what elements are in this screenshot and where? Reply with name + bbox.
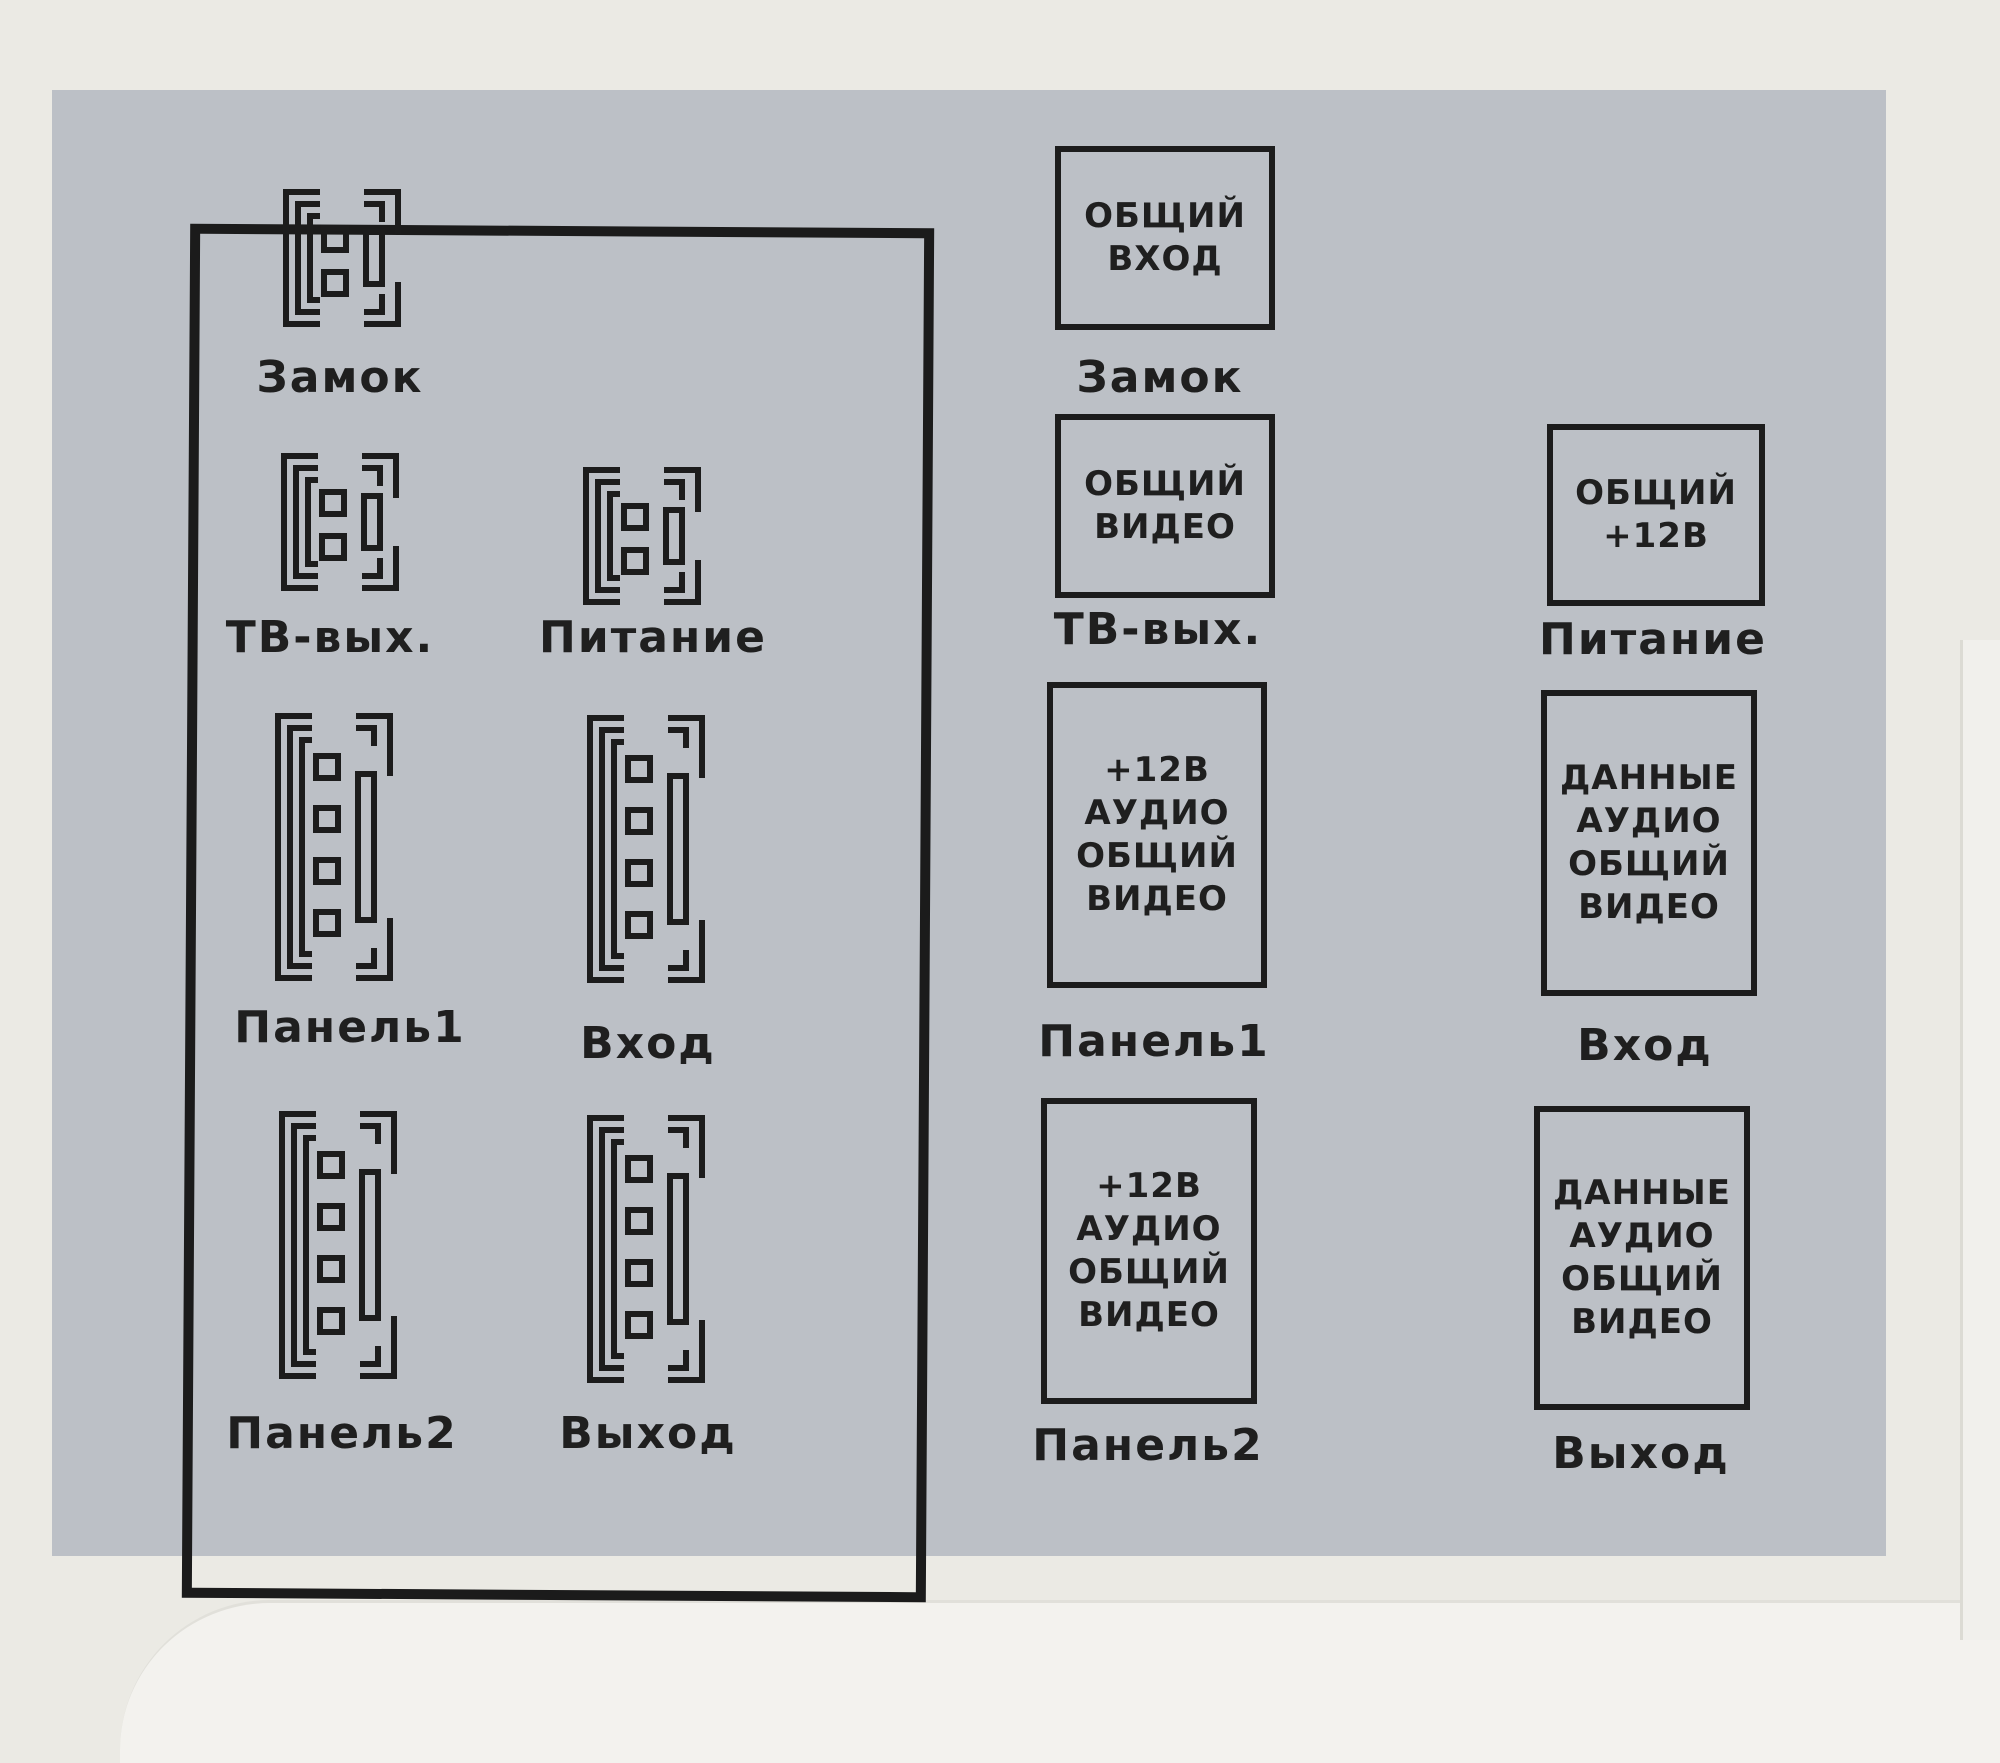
pinout-signal: +12В [1603, 516, 1709, 556]
pinout-signal: АУДИО [1084, 793, 1230, 833]
connector-pin [621, 547, 649, 575]
connector-caption: Панель1 [234, 1002, 466, 1053]
connector-caption: Замок [256, 352, 424, 403]
connector-pin [313, 753, 341, 781]
connector-pin [621, 503, 649, 531]
pinout-signal: ДАННЫЕ [1560, 758, 1738, 798]
pinout-signal: ВХОД [1107, 239, 1223, 279]
connector-pin [625, 911, 653, 939]
pinout-caption: Питание [1539, 614, 1767, 665]
connector-питание-icon [583, 467, 701, 605]
pinout-signal: ВИДЕО [1571, 1302, 1713, 1342]
pinout-signal: АУДИО [1576, 801, 1722, 841]
pinout-signal: АУДИО [1569, 1216, 1715, 1256]
pinout-signal: ОБЩИЙ [1575, 473, 1737, 513]
connector-pin [319, 533, 347, 561]
connector-панель1-icon [275, 713, 393, 981]
connector-pin [319, 489, 347, 517]
pinout-signal: ВИДЕО [1078, 1295, 1220, 1335]
pinout-signal: ОБЩИЙ [1084, 464, 1246, 504]
pinout-signal: ОБЩИЙ [1076, 836, 1238, 876]
pinout-signal: ВИДЕО [1086, 879, 1228, 919]
pinout-signal: ОБЩИЙ [1084, 196, 1246, 236]
connector-вход-icon [587, 715, 705, 983]
connector-pin [313, 805, 341, 833]
connector-pin [317, 1203, 345, 1231]
connector-pin [317, 1255, 345, 1283]
connector-pin [317, 1151, 345, 1179]
connector-caption: Питание [539, 612, 767, 663]
pinout-signal: ОБЩИЙ [1561, 1259, 1723, 1299]
pinout-caption: Панель1 [1038, 1016, 1270, 1067]
housing-right-edge [1960, 640, 2000, 1640]
connector-pin [317, 1307, 345, 1335]
connector-pin [313, 909, 341, 937]
connector-caption: Выход [559, 1408, 737, 1459]
connector-caption: ТВ-вых. [225, 612, 435, 663]
connector-замок-icon [283, 189, 401, 327]
connector-pin [321, 225, 349, 253]
pinout-signal: ВИДЕО [1094, 507, 1236, 547]
connector-caption: Вход [580, 1018, 716, 1069]
pinout-caption: Выход [1552, 1428, 1730, 1479]
connector-тв-вых-icon [281, 453, 399, 591]
connector-pin [321, 269, 349, 297]
connector-pin [625, 1259, 653, 1287]
connector-pin [625, 1311, 653, 1339]
pinout-signal: ОБЩИЙ [1068, 1252, 1230, 1292]
pinout-signal: +12В [1096, 1166, 1202, 1206]
connector-pin [625, 1207, 653, 1235]
connector-pin [625, 859, 653, 887]
connector-pin [625, 755, 653, 783]
pinout-caption: Панель2 [1032, 1420, 1264, 1471]
pinout-signal: АУДИО [1076, 1209, 1222, 1249]
pinout-caption: Вход [1577, 1020, 1713, 1071]
connector-pin [313, 857, 341, 885]
pinout-signal: ОБЩИЙ [1568, 844, 1730, 884]
connector-caption: Панель2 [226, 1408, 458, 1459]
pinout-caption: Замок [1076, 352, 1244, 403]
connector-pin [625, 807, 653, 835]
connector-pin [625, 1155, 653, 1183]
housing-bottom-edge [120, 1600, 2000, 1763]
connector-выход-icon [587, 1115, 705, 1383]
pinout-box-питание: ОБЩИЙ+12В [1547, 424, 1765, 606]
pinout-caption: ТВ-вых. [1053, 604, 1263, 655]
pinout-signal: ДАННЫЕ [1553, 1173, 1731, 1213]
connector-панель2-icon [279, 1111, 397, 1379]
pinout-signal: ВИДЕО [1578, 887, 1720, 927]
pinout-signal: +12В [1104, 750, 1210, 790]
